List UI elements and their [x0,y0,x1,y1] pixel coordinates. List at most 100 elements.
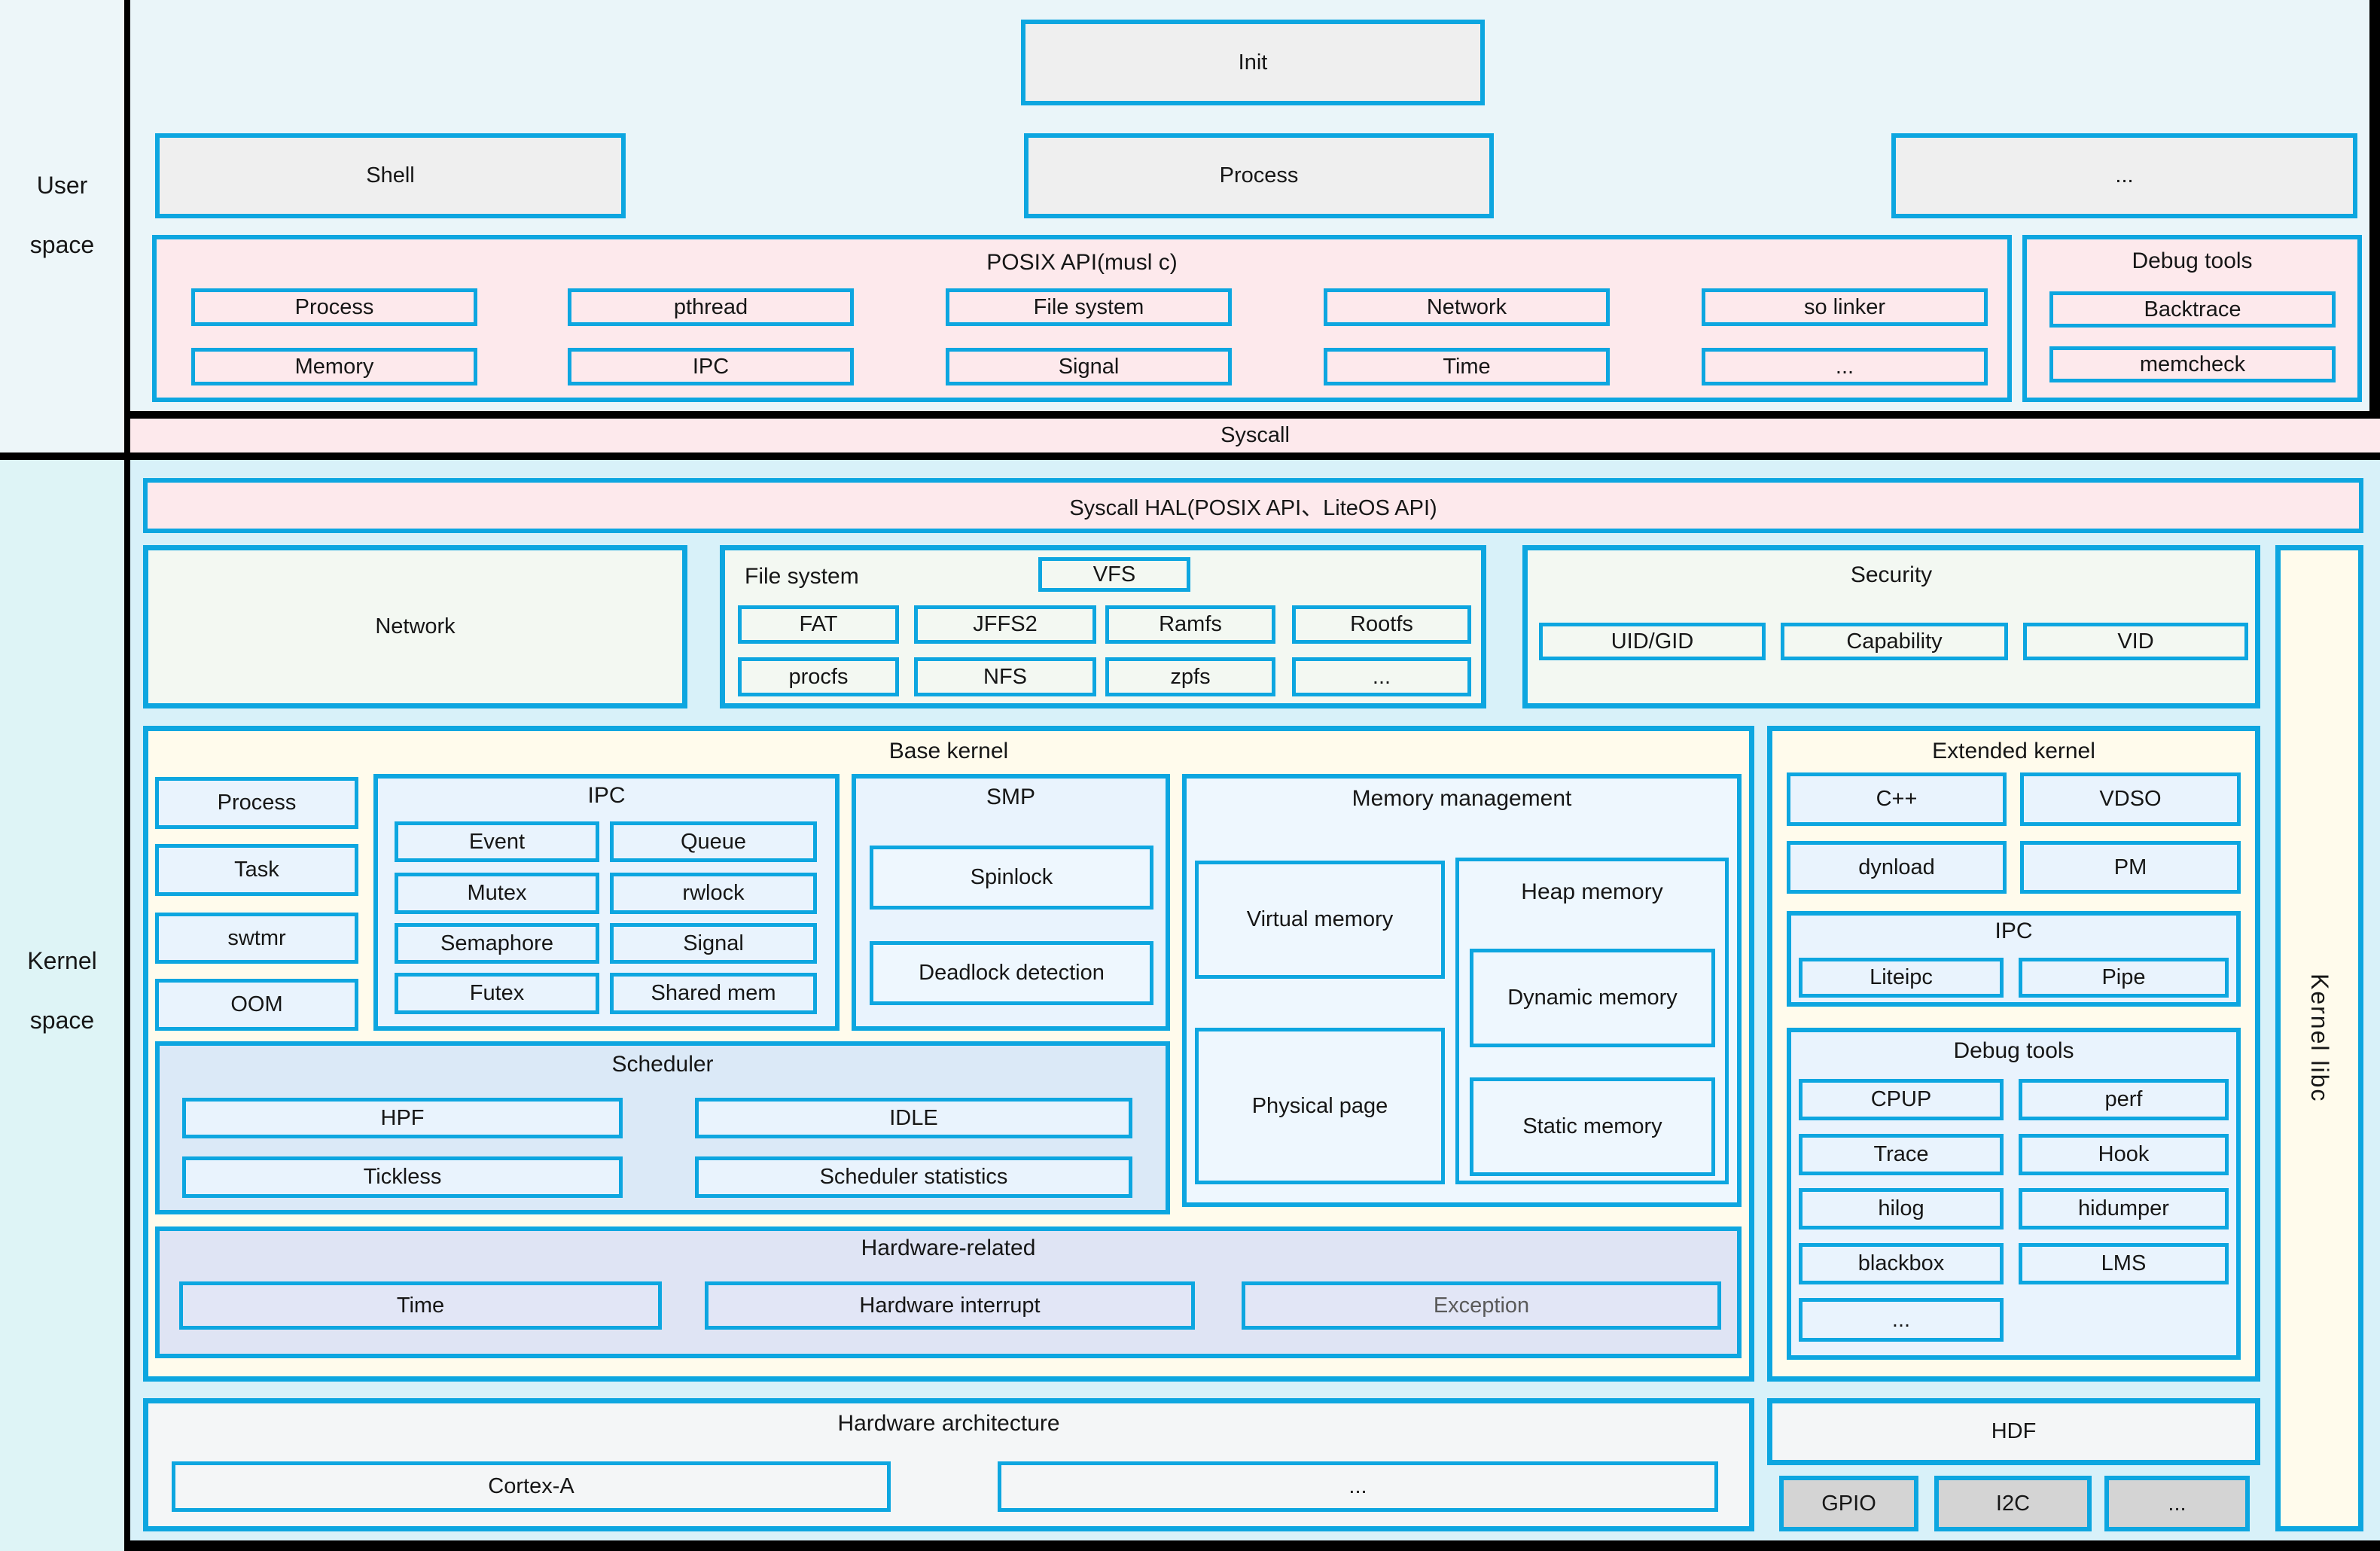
ek-ipc-container: IPC Liteipc Pipe [1787,911,2241,1007]
scheduler-container: Scheduler HPF IDLE Tickless Scheduler st… [155,1041,1170,1214]
hdf-ellipsis-box: ... [2104,1476,2250,1531]
bk-smp-container: SMP Spinlock Deadlock detection [852,774,1170,1031]
heap-memory-container: Heap memory Dynamic memory Static memory [1455,858,1729,1184]
exception-box: Exception [1242,1281,1721,1330]
memory-management-container: Memory management Virtual memory Physica… [1182,774,1742,1207]
ek-ipc-title: IPC [1995,919,2033,943]
hardware-architecture-container: Hardware architecture Cortex-A ... [143,1398,1754,1531]
posix-process-box: Process [191,288,477,326]
base-kernel-container: Base kernel Process Task swtmr OOM IPC E… [143,726,1754,1382]
posix-pthread-label: pthread [673,294,748,319]
fs-ellipsis-box: ... [1292,657,1471,696]
liteipc-box: Liteipc [1799,958,2004,998]
vfs-label: VFS [1092,562,1136,587]
bk-shared-mem-box: Shared mem [610,973,817,1014]
trace-label: Trace [1873,1142,1929,1166]
memcheck-label: memcheck [2139,352,2246,376]
security-title: Security [1850,562,1933,587]
spinlock-box: Spinlock [870,846,1153,910]
capability-label: Capability [1846,629,1943,654]
scheduler-statistics-box: Scheduler statistics [695,1156,1132,1198]
ek-debug-ellipsis-label: ... [1891,1307,1911,1332]
bk-queue-box: Queue [610,821,817,862]
bk-rwlock-label: rwlock [682,881,745,905]
capability-box: Capability [1781,623,2008,660]
ek-debug-ellipsis-box: ... [1799,1298,2004,1342]
static-memory-label: Static memory [1522,1114,1662,1138]
perf-box: perf [2019,1079,2229,1120]
kernel-libc-strip: Kernel libc [2275,545,2363,1531]
posix-so-linker-label: so linker [1804,294,1885,319]
lms-box: LMS [2019,1243,2229,1284]
hpf-label: HPF [380,1105,425,1130]
scheduler-title: Scheduler [611,1052,714,1077]
posix-ipc-label: IPC [692,354,730,379]
pm-label: PM [2113,855,2147,879]
user-debug-tools-title: Debug tools [2132,248,2253,273]
bottom-divider [124,1540,2380,1551]
hdf-box: HDF [1767,1398,2260,1465]
fat-label: FAT [799,612,838,636]
heap-memory-title: Heap memory [1521,879,1663,904]
bk-oom-label: OOM [230,992,283,1016]
idle-box: IDLE [695,1098,1132,1138]
zpfs-box: zpfs [1105,657,1275,696]
vfs-box: VFS [1038,557,1190,592]
posix-signal-box: Signal [946,348,1232,385]
kernel-network-label: Network [375,614,456,638]
trace-box: Trace [1799,1134,2004,1175]
syscall-bar: Syscall [130,419,2380,453]
tickless-box: Tickless [182,1156,623,1198]
bk-rwlock-box: rwlock [610,873,817,914]
hdf-ellipsis-label: ... [2168,1491,2186,1516]
deadlock-detection-label: Deadlock detection [919,961,1105,985]
user-space-right-border [2369,0,2380,411]
jffs2-box: JFFS2 [914,605,1096,644]
bk-task-label: Task [234,858,279,882]
bk-signal-box: Signal [610,923,817,964]
uid-gid-box: UID/GID [1539,623,1766,660]
init-box: Init [1021,20,1485,105]
shell-box: Shell [155,133,626,218]
extended-kernel-container: Extended kernel C++ VDSO dynload PM IPC … [1767,726,2260,1382]
base-kernel-title: Base kernel [888,739,1009,763]
physical-page-label: Physical page [1251,1093,1388,1118]
user-space-label-line2: space [29,231,95,258]
posix-pthread-box: pthread [568,288,854,326]
hardware-interrupt-box: Hardware interrupt [705,1281,1195,1330]
idle-label: IDLE [889,1105,938,1130]
kernel-libc-label: Kernel libc [2306,974,2333,1103]
memory-management-title: Memory management [1352,786,1572,811]
nfs-box: NFS [914,657,1096,696]
user-space-rail-cell [0,0,124,453]
backtrace-label: Backtrace [2144,297,2241,321]
security-container: Security UID/GID Capability VID [1522,545,2260,708]
cortex-a-box: Cortex-A [172,1461,891,1512]
syscall-label: Syscall [1220,423,1290,447]
bk-shared-mem-label: Shared mem [651,981,776,1005]
bk-smp-title: SMP [986,785,1035,809]
vid-label: VID [2117,629,2154,654]
posix-ipc-box: IPC [568,348,854,385]
hwarch-ellipsis-label: ... [1348,1474,1367,1498]
posix-ellipsis-box: ... [1702,348,1988,385]
shell-label: Shell [366,163,415,187]
user-space-label-line1: User [36,172,88,199]
lms-label: LMS [2101,1251,2147,1275]
static-memory-box: Static memory [1470,1077,1715,1176]
hidumper-box: hidumper [2019,1188,2229,1230]
perf-label: perf [2104,1087,2143,1111]
procfs-label: procfs [788,664,849,689]
file-system-container: File system VFS FAT JFFS2 Ramfs Rootfs p… [720,545,1486,708]
user-space-label: User space [0,172,124,259]
cortex-a-label: Cortex-A [488,1474,574,1498]
kernel-network-box: Network [143,545,687,708]
cpup-box: CPUP [1799,1079,2004,1120]
virtual-memory-label: Virtual memory [1246,907,1394,931]
bk-mutex-box: Mutex [395,873,599,914]
time-box: Time [179,1281,662,1330]
scheduler-statistics-label: Scheduler statistics [819,1165,1008,1189]
pipe-label: Pipe [2101,965,2146,989]
memcheck-box: memcheck [2049,346,2336,382]
posix-file-system-box: File system [946,288,1232,326]
